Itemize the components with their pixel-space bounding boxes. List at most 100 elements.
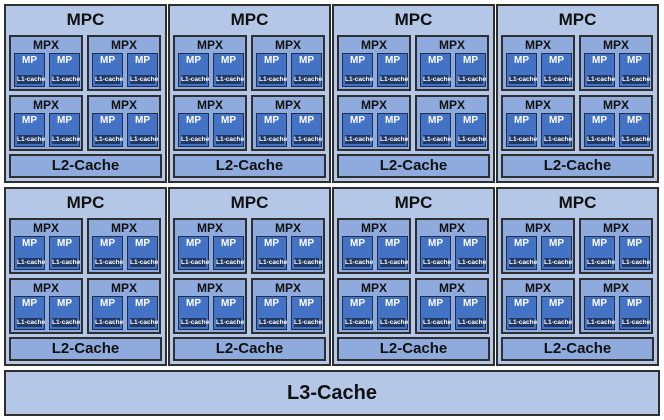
mpx-title: MPX [602, 221, 629, 235]
mp-label: MP [135, 238, 150, 249]
l1-cache-label: L1-cache [130, 135, 159, 144]
mp-label: MP [22, 55, 37, 66]
mpc-title: MPC [394, 10, 433, 29]
l1-cache-label: L1-cache [95, 258, 124, 267]
mp-label: MP [514, 298, 529, 309]
mp-label: MP [186, 238, 201, 249]
mp-label: MP [350, 298, 365, 309]
l1-cache-label: L1-cache [95, 75, 124, 84]
l1-cache-label: L1-cache [17, 318, 46, 327]
mp-label: MP [22, 298, 37, 309]
l1-cache-label: L1-cache [216, 318, 245, 327]
mp-label: MP [22, 238, 37, 249]
mpx-title: MPX [524, 38, 551, 52]
mpx-title: MPX [602, 38, 629, 52]
l1-cache-label: L1-cache [509, 135, 538, 144]
mp-label: MP [57, 238, 72, 249]
mpc-title: MPC [230, 193, 269, 212]
mp-label: MP [57, 55, 72, 66]
mp-block: MP L1-cache [14, 296, 45, 330]
l1-cache-label: L1-cache [380, 258, 409, 267]
l1-cache-label: L1-cache [509, 318, 538, 327]
l1-cache-label: L1-cache [181, 75, 210, 84]
l1-cache-label: L1-cache [294, 75, 323, 84]
l1-cache-label: L1-cache [294, 258, 323, 267]
mpx-title: MPX [196, 98, 223, 112]
l1-cache-label: L1-cache [130, 75, 159, 84]
mpx-title: MPX [360, 38, 387, 52]
mp-label: MP [428, 115, 443, 126]
mp-block: MP L1-cache [291, 236, 322, 270]
l1-cache-label: L1-cache [544, 135, 573, 144]
mp-label: MP [463, 298, 478, 309]
mp-label: MP [549, 238, 564, 249]
l1-cache-label: L1-cache [423, 318, 452, 327]
mp-label: MP [100, 238, 115, 249]
l1-cache-label: L1-cache [622, 258, 651, 267]
mp-label: MP [221, 55, 236, 66]
mp-label: MP [627, 115, 642, 126]
l1-cache-label: L1-cache [259, 135, 288, 144]
mpx-title: MPX [274, 38, 301, 52]
mp-label: MP [385, 298, 400, 309]
mp-label: MP [350, 55, 365, 66]
l1-cache-label: L1-cache [17, 135, 46, 144]
mpx-title: MPX [438, 281, 465, 295]
mpx-title: MPX [524, 281, 551, 295]
l2-cache-block: L2-Cache [501, 337, 654, 361]
mp-block: MP L1-cache [506, 296, 537, 330]
mpx-title: MPX [32, 221, 59, 235]
l3-cache-block: L3-Cache [4, 370, 660, 416]
l1-cache-label: L1-cache [509, 75, 538, 84]
mp-label: MP [299, 238, 314, 249]
mp-label: MP [627, 238, 642, 249]
mpx-title: MPX [32, 281, 59, 295]
mp-label: MP [627, 298, 642, 309]
mp-label: MP [186, 55, 201, 66]
l1-cache-label: L1-cache [587, 258, 616, 267]
l1-cache-label: L1-cache [587, 135, 616, 144]
mp-label: MP [264, 115, 279, 126]
l1-cache-label: L1-cache [294, 135, 323, 144]
mp-label: MP [428, 298, 443, 309]
l1-cache-label: L1-cache [130, 258, 159, 267]
l1-cache-label: L1-cache [380, 75, 409, 84]
mp-label: MP [592, 55, 607, 66]
l1-cache-label: L1-cache [95, 135, 124, 144]
mp-label: MP [549, 55, 564, 66]
mp-block: MP L1-cache [127, 236, 158, 270]
